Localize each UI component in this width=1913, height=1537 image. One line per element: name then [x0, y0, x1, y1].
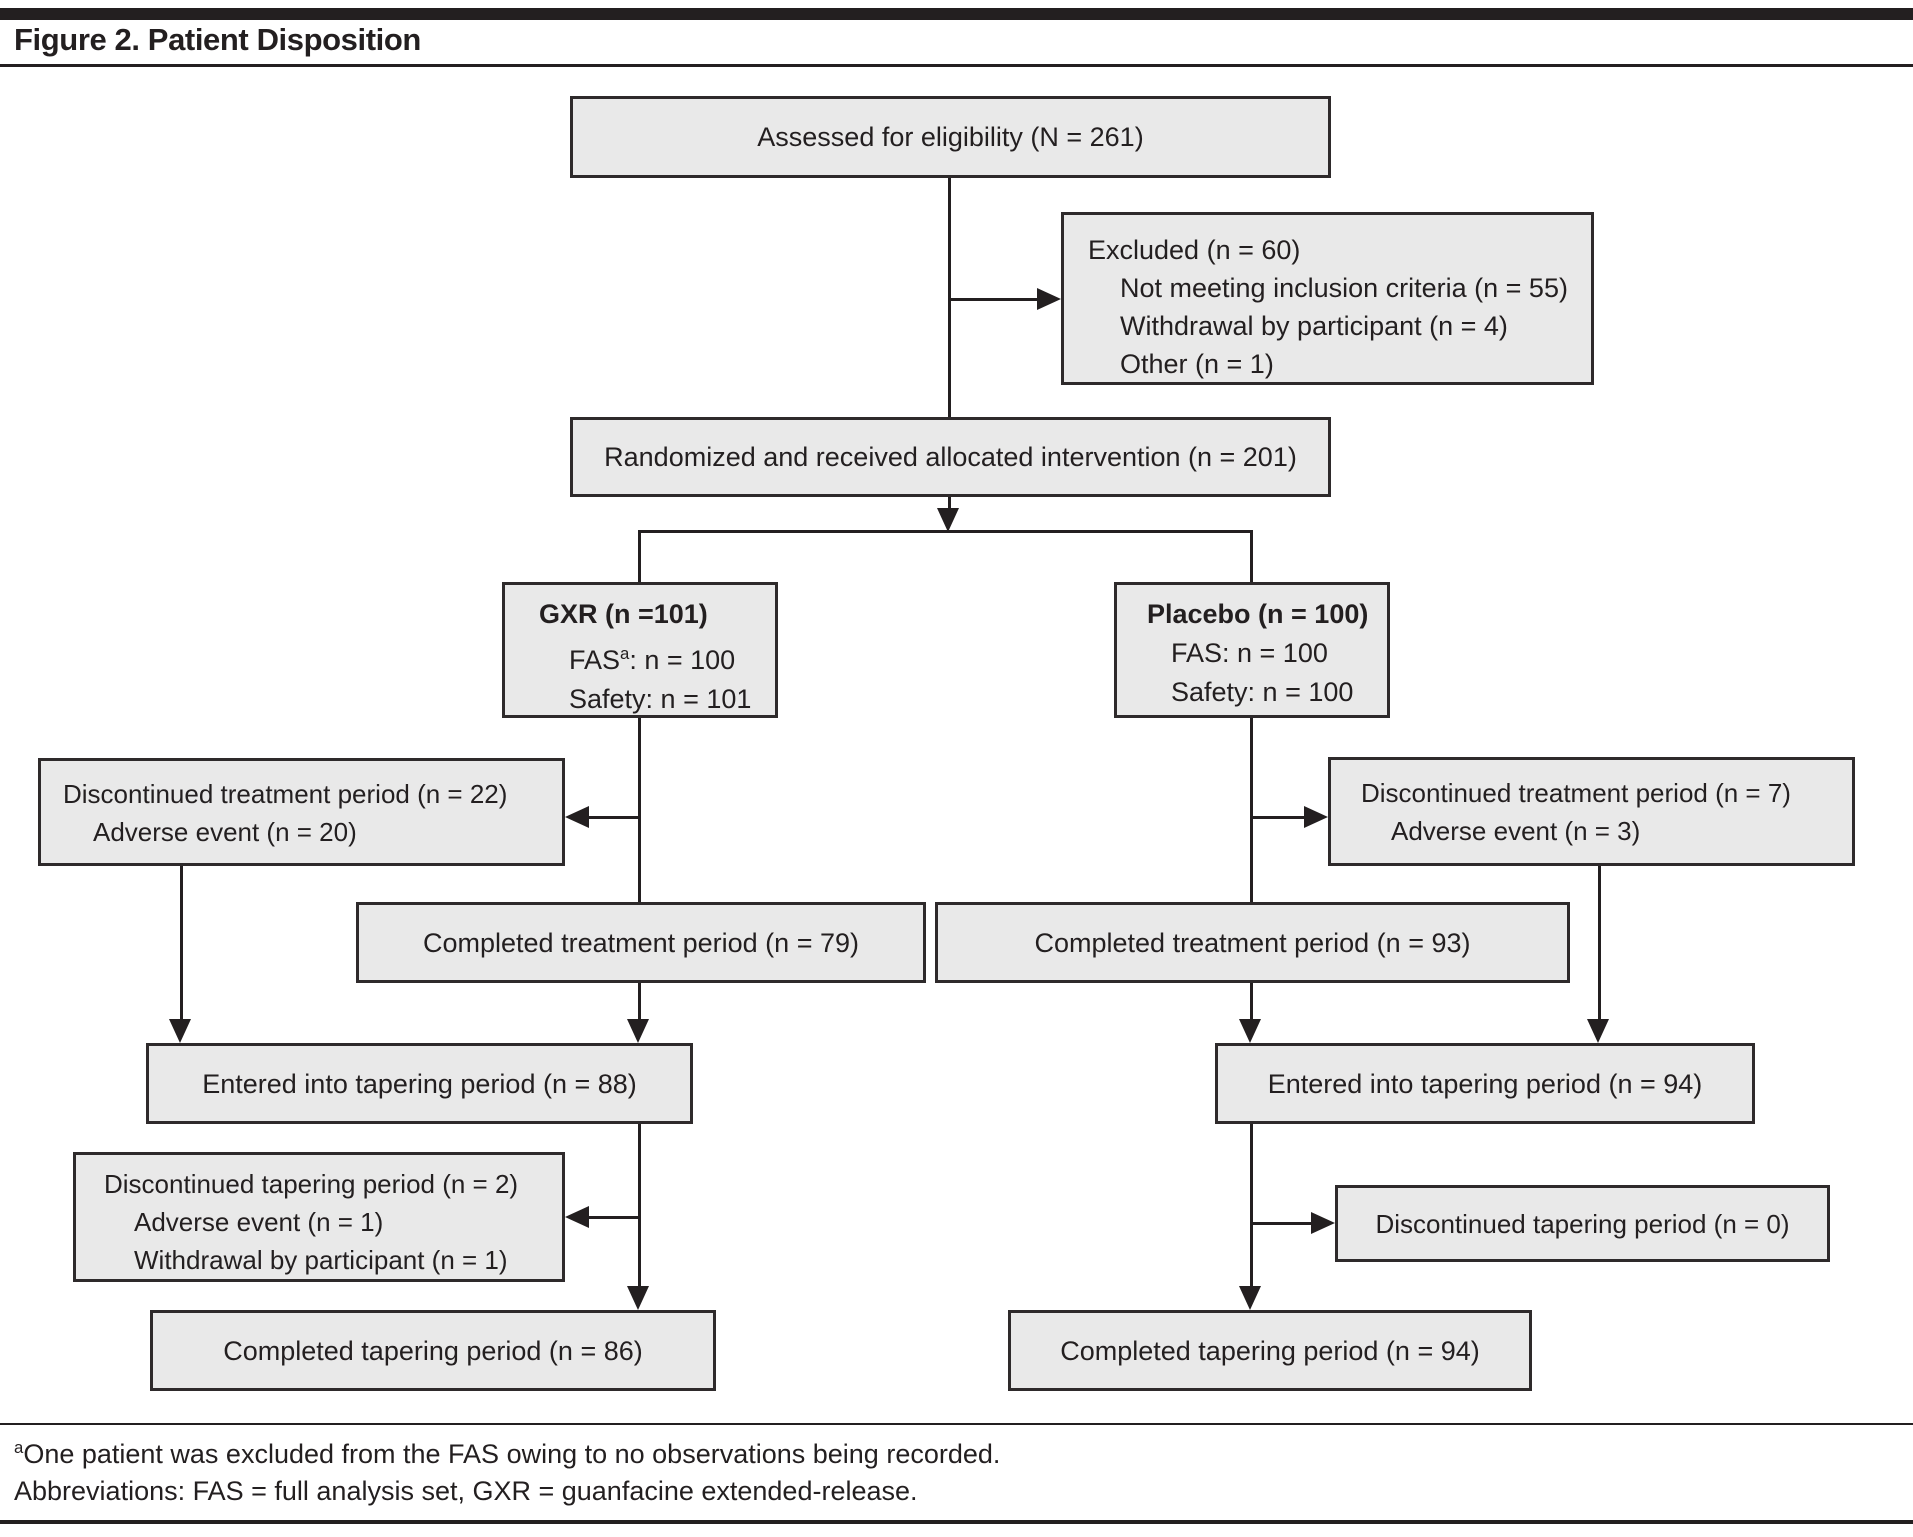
connector-line [1598, 866, 1601, 1019]
footnote-bottom-rule [0, 1520, 1913, 1524]
placebo-discontinued-treatment-box: Discontinued treatment period (n = 7) Ad… [1328, 757, 1855, 866]
completed-treatment-label: Completed treatment period (n = 79) [423, 927, 859, 958]
adverse-event-line: Adverse event (n = 20) [93, 817, 357, 847]
gxr-arm-title: GXR (n =101) [539, 599, 708, 629]
adverse-event-line: Adverse event (n = 3) [1391, 816, 1641, 846]
arrowhead-left-icon [565, 1206, 589, 1228]
discontinued-treatment-line: Discontinued treatment period (n = 22) [63, 779, 508, 809]
assessed-box: Assessed for eligibility (N = 261) [570, 96, 1331, 178]
connector-line [638, 718, 641, 902]
footnote-1: aOne patient was excluded from the FAS o… [14, 1438, 1000, 1470]
footnote-abbreviations: Abbreviations: FAS = full analysis set, … [14, 1476, 918, 1506]
arrowhead-right-icon [1304, 806, 1328, 828]
figure-title: Figure 2. Patient Disposition [14, 22, 421, 57]
connector-line [1250, 718, 1253, 902]
discontinued-tapering-label: Discontinued tapering period (n = 0) [1375, 1208, 1790, 1239]
completed-tapering-label: Completed tapering period (n = 94) [1060, 1335, 1480, 1366]
connector-line [180, 866, 183, 1019]
excluded-box: Excluded (n = 60) Not meeting inclusion … [1061, 212, 1594, 385]
connector-line [588, 816, 641, 819]
gxr-fas-count: : n = 100 [629, 645, 736, 675]
entered-tapering-label: Entered into tapering period (n = 94) [1267, 1068, 1703, 1099]
connector-line [638, 530, 641, 582]
placebo-safety-line: Safety: n = 100 [1171, 677, 1354, 707]
discontinued-tapering-line: Discontinued tapering period (n = 2) [104, 1169, 519, 1199]
excluded-line: Withdrawal by participant (n = 4) [1120, 311, 1508, 341]
gxr-discontinued-treatment-box: Discontinued treatment period (n = 22) A… [38, 758, 565, 866]
connector-line [638, 983, 641, 1019]
gxr-arm-box: GXR (n =101) FASa: n = 100 Safety: n = 1… [502, 582, 778, 718]
placebo-fas-line: FAS: n = 100 [1171, 638, 1328, 668]
footnote-top-rule [0, 1423, 1913, 1425]
completed-tapering-label: Completed tapering period (n = 86) [223, 1335, 643, 1366]
discontinued-treatment-line: Discontinued treatment period (n = 7) [1361, 778, 1791, 808]
placebo-arm-title: Placebo (n = 100) [1147, 599, 1369, 629]
gxr-discontinued-tapering-box: Discontinued tapering period (n = 2) Adv… [73, 1152, 565, 1282]
placebo-discontinued-tapering-box: Discontinued tapering period (n = 0) [1335, 1185, 1830, 1262]
placebo-completed-tapering-box: Completed tapering period (n = 94) [1008, 1310, 1532, 1391]
excluded-line: Other (n = 1) [1120, 349, 1274, 379]
connector-line [1252, 816, 1304, 819]
excluded-line: Excluded (n = 60) [1088, 235, 1301, 265]
gxr-fas-text: FAS [569, 645, 621, 675]
connector-line [1252, 1222, 1311, 1225]
withdrawal-line: Withdrawal by participant (n = 1) [134, 1245, 508, 1275]
connector-line [1250, 983, 1253, 1019]
placebo-arm-box: Placebo (n = 100) FAS: n = 100 Safety: n… [1114, 582, 1390, 718]
arrowhead-down-icon [627, 1019, 649, 1043]
gxr-entered-tapering-box: Entered into tapering period (n = 88) [146, 1043, 693, 1124]
assessed-label: Assessed for eligibility (N = 261) [757, 122, 1144, 152]
randomized-box: Randomized and received allocated interv… [570, 417, 1331, 497]
arrowhead-right-icon [1311, 1212, 1335, 1234]
connector-line [948, 298, 1037, 301]
arrowhead-down-icon [1239, 1019, 1261, 1043]
arrowhead-down-icon [627, 1286, 649, 1310]
gxr-completed-tapering-box: Completed tapering period (n = 86) [150, 1310, 716, 1391]
completed-treatment-label: Completed treatment period (n = 93) [1034, 927, 1471, 958]
gxr-fas-superscript: a [620, 644, 630, 663]
entered-tapering-label: Entered into tapering period (n = 88) [202, 1068, 637, 1099]
arrowhead-left-icon [565, 806, 589, 828]
connector-line [588, 1216, 641, 1219]
gxr-completed-treatment-box: Completed treatment period (n = 79) [356, 902, 926, 983]
placebo-completed-treatment-box: Completed treatment period (n = 93) [935, 902, 1570, 983]
connector-line [638, 530, 1253, 533]
arrowhead-down-icon [1239, 1286, 1261, 1310]
connector-line [1250, 530, 1253, 582]
adverse-event-line: Adverse event (n = 1) [134, 1207, 384, 1237]
connector-line [638, 1124, 641, 1286]
excluded-line: Not meeting inclusion criteria (n = 55) [1120, 273, 1568, 303]
connector-line [948, 497, 951, 510]
gxr-fas-line: FASa: n = 100 [539, 634, 775, 680]
footnote-1-text: One patient was excluded from the FAS ow… [23, 1439, 1001, 1469]
arrowhead-down-icon [1587, 1019, 1609, 1043]
randomized-label: Randomized and received allocated interv… [604, 442, 1297, 472]
arrowhead-down-icon [169, 1019, 191, 1043]
gxr-safety-line: Safety: n = 101 [569, 684, 752, 714]
top-thick-rule [0, 8, 1913, 20]
connector-line [1250, 1124, 1253, 1286]
footnote-superscript: a [14, 1438, 24, 1457]
arrowhead-right-icon [1037, 288, 1061, 310]
title-underline-rule [0, 64, 1913, 67]
arrowhead-down-icon [937, 508, 959, 532]
connector-line [948, 178, 951, 417]
placebo-entered-tapering-box: Entered into tapering period (n = 94) [1215, 1043, 1755, 1124]
